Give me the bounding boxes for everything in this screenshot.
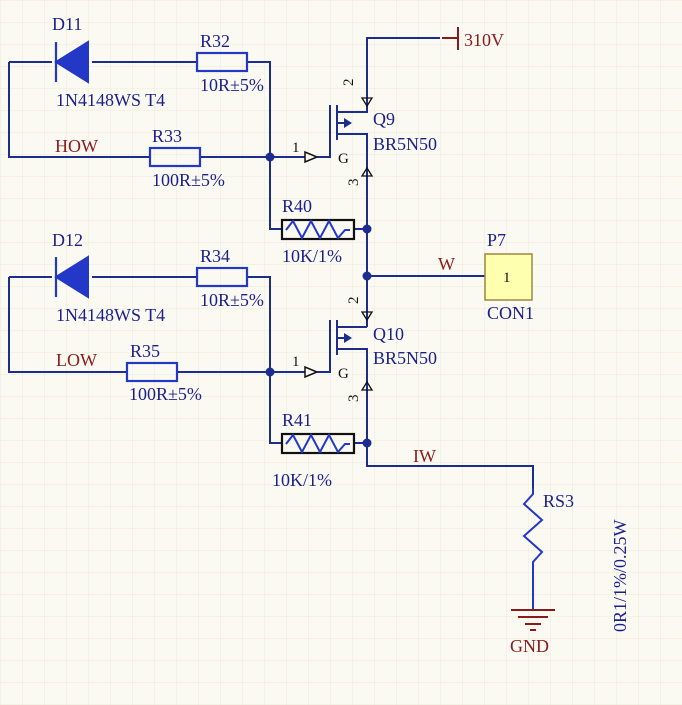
q9-pin-gate: 1 — [292, 140, 300, 156]
q9-value: BR5N50 — [373, 134, 437, 154]
net-label-how: HOW — [55, 136, 98, 156]
q10-gate-letter: G — [338, 366, 349, 382]
mosfet-q10[interactable]: 1 2 3 G Q10 BR5N50 — [292, 297, 437, 444]
net-label-iw: IW — [413, 446, 436, 466]
d12-value: 1N4148WS T4 — [56, 305, 165, 325]
q9-gate-letter: G — [338, 151, 349, 167]
rs3-ref: RS3 — [543, 491, 574, 511]
r34-ref: R34 — [200, 246, 230, 266]
d11-ref: D11 — [52, 14, 82, 34]
d12-ref: D12 — [52, 230, 83, 250]
ground-symbol: GND — [510, 609, 555, 656]
net-label-low: LOW — [56, 350, 97, 370]
r40-value: 10K/1% — [282, 246, 342, 266]
diode-d11[interactable]: D11 1N4148WS T4 — [52, 14, 165, 110]
r40-ref: R40 — [282, 196, 312, 216]
q10-pin-source: 3 — [346, 395, 362, 403]
p7-value: CON1 — [487, 303, 534, 323]
d11-value: 1N4148WS T4 — [56, 90, 165, 110]
resistor-r40[interactable]: R40 10K/1% — [280, 196, 356, 266]
r35-ref: R35 — [130, 341, 160, 361]
r33-value: 100R±5% — [152, 170, 225, 190]
r33-ref: R33 — [152, 126, 182, 146]
q10-ref: Q10 — [373, 324, 404, 344]
resistor-r32[interactable]: R32 10R±5% — [195, 31, 264, 95]
p7-ref: P7 — [487, 230, 506, 250]
low-side-driver — [8, 276, 367, 444]
net-label-w: W — [438, 254, 455, 274]
power-port-310v: 310V — [442, 27, 504, 50]
resistor-r33[interactable]: R33 100R±5% — [148, 126, 225, 190]
r35-value: 100R±5% — [129, 384, 202, 404]
rs3-value: 0R1/1%/0.25W — [610, 519, 630, 632]
r41-value: 10K/1% — [272, 470, 332, 490]
resistor-rs3[interactable]: RS3 0R1/1%/0.25W — [522, 488, 630, 632]
q10-pin-gate: 1 — [292, 354, 300, 370]
p7-pin: 1 — [503, 270, 511, 286]
mosfet-q9[interactable]: 1 2 3 G Q9 BR5N50 — [292, 37, 440, 229]
connector-p7[interactable]: 1 P7 CON1 — [484, 230, 534, 323]
r32-ref: R32 — [200, 31, 230, 51]
q9-ref: Q9 — [373, 109, 395, 129]
resistor-r41[interactable]: R41 10K/1% — [272, 410, 356, 490]
sense-path: IW — [366, 443, 534, 488]
r32-value: 10R±5% — [200, 75, 264, 95]
q9-pin-source: 3 — [346, 179, 362, 187]
net-label-gnd: GND — [510, 636, 549, 656]
net-label-310v: 310V — [464, 30, 504, 50]
q10-pin-drain: 2 — [346, 297, 362, 305]
resistor-r35[interactable]: R35 100R±5% — [125, 341, 202, 404]
q9-pin-drain: 2 — [341, 79, 357, 87]
high-side-driver — [8, 61, 367, 230]
r41-ref: R41 — [282, 410, 312, 430]
resistor-r34[interactable]: R34 10R±5% — [195, 246, 264, 310]
junction-dots — [265, 152, 372, 448]
diode-d12[interactable]: D12 1N4148WS T4 — [52, 230, 165, 325]
r34-value: 10R±5% — [200, 290, 264, 310]
q10-value: BR5N50 — [373, 348, 437, 368]
